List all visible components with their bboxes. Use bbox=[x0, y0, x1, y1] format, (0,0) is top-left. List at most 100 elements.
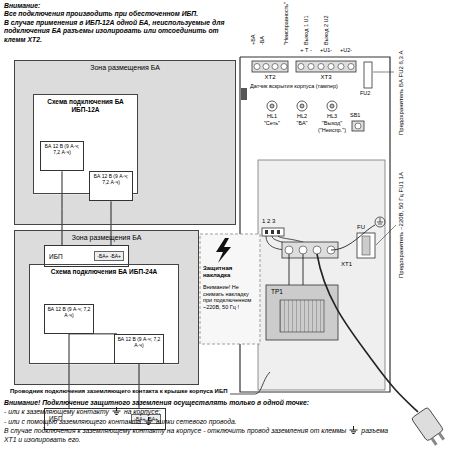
battery-wire bbox=[69, 334, 70, 408]
ground-symbol bbox=[144, 417, 153, 425]
label-text: Все подключения производить при обесточе… bbox=[4, 10, 198, 17]
fu1-fuse bbox=[362, 236, 370, 255]
box-text: БА 12 В (9 А·ч; 7,2 А·ч) bbox=[43, 144, 81, 156]
connector-123 bbox=[262, 228, 284, 236]
part-label: "Выход" bbox=[317, 120, 347, 127]
ground-symbol bbox=[112, 407, 121, 415]
protective-cover bbox=[200, 234, 260, 344]
label-text: В случае применения в ИБП-12А одной БА, … bbox=[4, 19, 224, 43]
box-text: Зона размещения БА bbox=[15, 61, 235, 72]
wiring-scheme-box: Схема подключения БА ИБП-24А БА 12 В (9 А… bbox=[29, 264, 179, 364]
text-line: В случае применения в ИБП-12А одной БА, … bbox=[4, 19, 232, 44]
rotated-label: Выход 1 U1 bbox=[303, 15, 310, 45]
xt3-terminal bbox=[296, 61, 356, 72]
wire bbox=[289, 254, 303, 285]
transformer-core bbox=[266, 285, 338, 340]
battery-box: БА 12 В (9 А·ч; 7,2 А·ч) bbox=[44, 304, 94, 334]
battery-box: БА 12 В (9 А·ч; 7,2 А·ч) bbox=[89, 171, 133, 201]
box-text: Зона размещения БА bbox=[15, 231, 198, 242]
box-text: Схема подключения БА ИБП-24А bbox=[30, 265, 178, 275]
box-text: БА 12 В (9 А·ч; 7,2 А·ч) bbox=[92, 174, 130, 186]
part-label: HL3 bbox=[317, 113, 347, 120]
terminal-label: -БА+ -БА+ bbox=[94, 251, 124, 261]
ground-conductor bbox=[230, 372, 270, 394]
part-label: SB1 bbox=[350, 112, 360, 119]
wiring-scheme-box: Схема подключения БА ИБП-12А БА 12 В (9 А… bbox=[33, 94, 138, 194]
part-label: HL2 bbox=[287, 113, 317, 120]
label-text: вилки сетевого провода. bbox=[156, 418, 237, 425]
battery-box: БА 12 В (9 А·ч; 7,2 А·ч) bbox=[114, 334, 164, 364]
part-label: HL1 bbox=[257, 113, 287, 120]
part-label: "БА" bbox=[287, 120, 317, 127]
part-label: Внимание! Не снимать накладку при подклю… bbox=[203, 284, 257, 310]
xt2-terminal bbox=[252, 61, 288, 72]
xt1-screws bbox=[285, 246, 335, 254]
part-label: Защитная накладка bbox=[203, 265, 257, 279]
xt2-screws bbox=[254, 64, 287, 70]
part-label: Датчик вскрытия корпуса (тампер) bbox=[250, 83, 350, 90]
text-line: - или с помощью заземляющего контакта вил… bbox=[4, 417, 400, 426]
xt3-screws bbox=[298, 64, 354, 70]
label-text: Внимание! Подключение защитного заземлен… bbox=[4, 399, 309, 406]
part-label: FU2 bbox=[360, 90, 370, 97]
box-fill bbox=[29, 264, 179, 364]
rotated-label: +БА bbox=[250, 35, 257, 45]
sb1-knob bbox=[355, 123, 361, 129]
high-voltage-sign bbox=[216, 238, 231, 263]
text-line: Внимание! Подключение защитного заземлен… bbox=[4, 399, 400, 407]
warning-note: Внимание:Все подключения производить при… bbox=[4, 2, 232, 44]
ground-symbol bbox=[349, 426, 358, 434]
battery-wire bbox=[62, 171, 63, 245]
fu1-leader bbox=[376, 225, 396, 245]
box-text: БА 12 В (9 А·ч; 7,2 А·ч) bbox=[47, 307, 91, 319]
rotated-label: Предохранитель БА FU2 6,3 А bbox=[398, 50, 405, 135]
part-label: ТР1 bbox=[270, 288, 284, 296]
ground-wire bbox=[331, 225, 375, 250]
rotated-label: "Неисправность" bbox=[283, 2, 290, 45]
led-indicators bbox=[267, 101, 337, 111]
ground-terminal bbox=[375, 217, 385, 227]
box-fill bbox=[14, 60, 236, 225]
part-label: 1 2 3 bbox=[262, 218, 275, 225]
label-text: Внимание: bbox=[4, 2, 40, 9]
fu2-leader bbox=[373, 72, 394, 73]
enclosure-outline bbox=[240, 57, 390, 392]
label-text: В случае подключения к заземляющему конт… bbox=[4, 427, 346, 434]
part-label: Проводник подключения заземляющего конта… bbox=[10, 388, 228, 395]
part-label: XT1 bbox=[341, 261, 352, 268]
box-text: БА 12 В (9 А·ч; 7,2 А·ч) bbox=[117, 337, 161, 349]
grounding-note: Внимание! Подключение защитного заземлен… bbox=[4, 399, 400, 444]
part-label: ("Неиспр.") bbox=[312, 127, 352, 134]
part-label: +U2- bbox=[336, 47, 356, 54]
label-text: - или к заземляющему контакту bbox=[4, 408, 109, 415]
rotated-label: Выход 2 U2 bbox=[323, 15, 330, 45]
mains-plug bbox=[411, 407, 448, 448]
label-text: на корпусе; bbox=[124, 408, 160, 415]
text-line: Внимание: bbox=[4, 2, 232, 10]
box-text: Схема подключения БА ИБП-12А bbox=[34, 95, 137, 113]
part-label: XT3 bbox=[312, 74, 340, 81]
fu2-fuse bbox=[364, 62, 372, 88]
connector-pins bbox=[265, 230, 280, 234]
box-fill bbox=[14, 230, 199, 385]
sb1-button bbox=[352, 121, 364, 131]
part-label: +U1- bbox=[316, 47, 336, 54]
label-text: - или с помощью заземляющего контакта bbox=[4, 418, 141, 425]
xt1-terminal bbox=[282, 242, 338, 258]
part-label: FU bbox=[357, 224, 365, 231]
part-label: XT2 bbox=[256, 74, 284, 81]
part-label: "Сеть" bbox=[257, 120, 287, 127]
text-line: В случае подключения к заземляющему конт… bbox=[4, 426, 400, 444]
box-text: ИБП bbox=[49, 253, 63, 260]
battery-box: БА 12 В (9 А·ч; 7,2 А·ч) bbox=[40, 141, 84, 171]
rotated-label: Предохранитель ~220В, 50 Гц FU1 1А bbox=[398, 172, 405, 278]
placement-zone: Зона размещения БА Схема подключения БА И… bbox=[14, 60, 236, 225]
tamper-switch bbox=[241, 88, 247, 100]
part-label: + Т - bbox=[296, 47, 316, 54]
transformer-winding bbox=[280, 300, 324, 332]
rotated-label: -БА bbox=[259, 36, 266, 45]
text-line: - или к заземляющему контакту на корпусе; bbox=[4, 407, 400, 416]
